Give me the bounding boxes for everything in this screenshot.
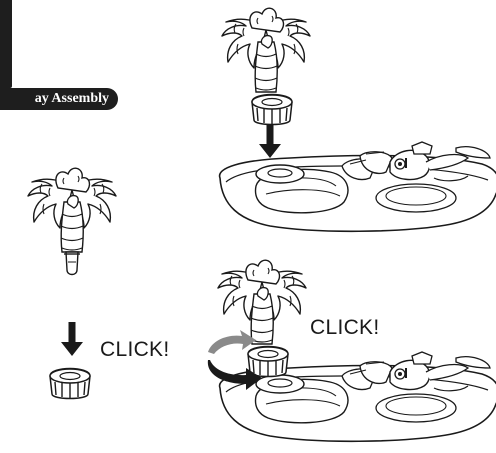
section-title: ay Assembly: [34, 91, 109, 106]
push-base-icon: [251, 93, 293, 126]
click-label-left: CLICK!: [100, 338, 170, 361]
play-base-icon: [218, 141, 496, 233]
push-base-icon: [49, 367, 91, 400]
rotate-arrow-icon: [207, 330, 262, 390]
palm-tree-icon: [27, 167, 117, 276]
down-arrow-icon: [259, 124, 281, 158]
down-arrow-icon: [61, 322, 83, 356]
section-title-banner: ay Assembly: [0, 88, 118, 110]
palm-tree-icon: [221, 7, 311, 93]
header-block: [0, 0, 12, 88]
palm-tree-icon: [217, 259, 307, 345]
push-base-icon: [247, 345, 289, 378]
click-label-right: CLICK!: [310, 316, 380, 339]
